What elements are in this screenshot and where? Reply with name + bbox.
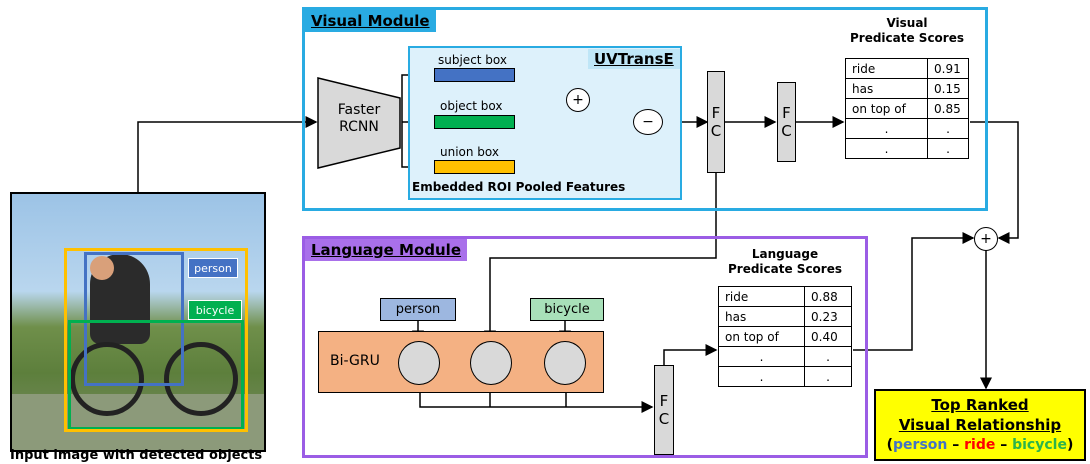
- uvtranse-title: UVTransE: [588, 49, 680, 69]
- object-box-label: object box: [440, 99, 503, 113]
- fc-letter: C: [658, 410, 670, 428]
- score-cell: .: [927, 118, 969, 139]
- score-cell: 0.15: [927, 78, 969, 99]
- rear-wheel: [70, 342, 144, 416]
- bicycle-bbox: [68, 320, 244, 430]
- gru-node-predicate: [470, 341, 512, 385]
- dash: –: [995, 437, 1013, 453]
- title-line: Language: [751, 247, 819, 261]
- visual-module-title: Visual Module: [305, 10, 436, 32]
- language-module-title: Language Module: [305, 239, 467, 261]
- output-triplet: (person – ride – bicycle): [876, 435, 1084, 455]
- predicate-cell: .: [718, 366, 805, 387]
- fc-letter: C: [781, 122, 792, 140]
- predicate-cell: has: [845, 78, 928, 99]
- table-row: ..: [718, 346, 852, 367]
- close-paren: ): [1066, 437, 1074, 453]
- score-cell: 0.85: [927, 98, 969, 119]
- score-cell: 0.88: [804, 286, 852, 307]
- embedded-roi-label: Embedded ROI Pooled Features: [412, 180, 626, 194]
- bicycle-tag: bicycle: [188, 300, 242, 320]
- title-line: Predicate Scores: [727, 262, 843, 276]
- person-bbox: [84, 252, 184, 386]
- output-title-line1: Top Ranked: [931, 396, 1029, 414]
- faster-rcnn-block: [317, 77, 401, 169]
- subject-box-label: subject box: [438, 53, 507, 67]
- table-row: ..: [718, 366, 852, 387]
- faster-rcnn-label: Faster RCNN: [337, 102, 381, 135]
- score-cell: .: [804, 366, 852, 387]
- score-cell: 0.91: [927, 58, 969, 79]
- visual-fc-1: F C: [707, 71, 725, 173]
- fc-letter: F: [711, 104, 721, 122]
- predicate-cell: .: [718, 346, 805, 367]
- subject-feature-bar: [434, 68, 515, 82]
- fc-letter: F: [782, 104, 791, 122]
- score-cell: .: [927, 138, 969, 159]
- visual-module: [302, 7, 988, 211]
- gru-node-object: [544, 341, 586, 385]
- plus-operator: +: [566, 88, 590, 112]
- language-module: [302, 236, 868, 458]
- subject-word-box: person: [380, 298, 456, 321]
- person-tag: person: [188, 258, 238, 278]
- triplet-subject: person: [893, 437, 948, 453]
- language-scores-title: Language Predicate Scores: [718, 247, 852, 277]
- input-image-frame: person bicycle: [10, 192, 266, 452]
- predicate-cell: on top of: [845, 98, 928, 119]
- predicate-cell: on top of: [718, 326, 805, 347]
- input-caption: Input image with detected objects: [10, 448, 263, 463]
- union-bbox: [64, 248, 248, 432]
- title-line: Predicate Scores: [849, 31, 965, 45]
- gru-node-subject: [398, 341, 440, 385]
- predicate-cell: .: [845, 138, 928, 159]
- triplet-predicate: ride: [964, 437, 996, 453]
- score-cell: .: [804, 346, 852, 367]
- score-cell: 0.40: [804, 326, 852, 347]
- union-feature-bar: [434, 160, 515, 174]
- visual-fc-2: F C: [777, 82, 796, 162]
- predicate-cell: ride: [845, 58, 928, 79]
- visual-scores-title: Visual Predicate Scores: [845, 16, 969, 46]
- output-title-line2: Visual Relationship: [898, 416, 1062, 434]
- table-row: ..: [845, 138, 969, 159]
- front-wheel: [164, 342, 238, 416]
- dash: –: [947, 437, 965, 453]
- score-cell: 0.23: [804, 306, 852, 327]
- open-paren: (: [886, 437, 894, 453]
- minus-operator: −: [633, 109, 663, 135]
- sum-operator: +: [974, 227, 998, 251]
- fc-letter: C: [710, 122, 722, 140]
- title-line: Visual: [886, 16, 928, 30]
- predicate-cell: has: [718, 306, 805, 327]
- language-fc: F C: [654, 365, 674, 455]
- union-box-label: union box: [440, 145, 499, 159]
- predicate-cell: .: [845, 118, 928, 139]
- output-box: Top Ranked Visual Relationship (person –…: [874, 389, 1086, 461]
- predicate-cell: ride: [718, 286, 805, 307]
- object-feature-bar: [434, 115, 515, 129]
- triplet-object: bicycle: [1012, 437, 1067, 453]
- object-word-box: bicycle: [530, 298, 604, 321]
- fc-letter: F: [659, 392, 669, 410]
- cyclist-head: [90, 256, 114, 280]
- bigru-label: Bi-GRU: [330, 353, 380, 369]
- table-row: ..: [845, 118, 969, 139]
